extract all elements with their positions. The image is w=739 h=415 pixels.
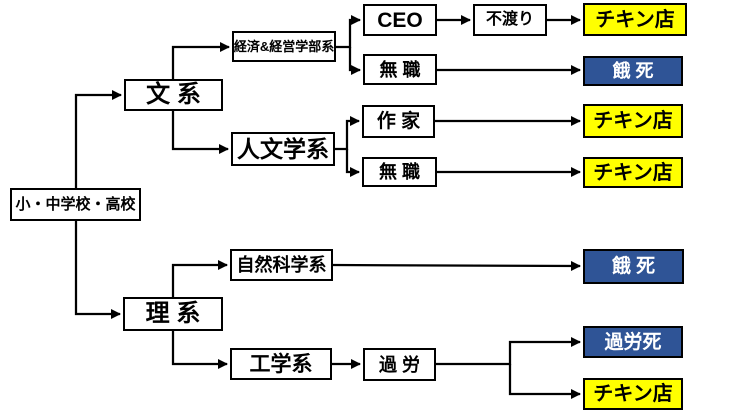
edge-keizai-mushoku <box>348 47 361 75</box>
node-sakka: 作 家 <box>362 105 435 138</box>
node-rikei: 理 系 <box>123 297 223 331</box>
node-chicken-sakka: チキン店 <box>583 104 683 138</box>
node-gashi-rikei: 餓 死 <box>583 249 684 284</box>
edge-jinbun-mushoku2 <box>345 149 360 177</box>
node-chicken-kougaku: チキン店 <box>583 378 683 410</box>
node-chicken-top: チキン店 <box>583 3 687 36</box>
node-jinbun: 人文学系 <box>231 132 335 166</box>
edge-shizen-gashi <box>332 260 581 271</box>
node-kougaku: 工学系 <box>230 348 332 380</box>
edge-bunkei-keizai <box>171 42 230 79</box>
edge-keizai-ceo <box>336 15 361 49</box>
node-bunkei: 文 系 <box>124 79 223 111</box>
edge-karou-chicken <box>508 364 581 399</box>
node-gashi-bunkei: 餓 死 <box>583 56 683 86</box>
edge-bunkei-jinbun <box>171 111 229 154</box>
node-mushoku-keizai: 無 職 <box>363 54 437 85</box>
edge-rikei-shizen <box>171 260 228 297</box>
node-chicken-mushoku: チキン店 <box>583 157 683 188</box>
node-fuwatari: 不渡り <box>473 4 547 36</box>
edge-karou-karoushi <box>436 337 581 366</box>
edge-school-rikei <box>74 221 121 319</box>
node-karoushi: 過労死 <box>583 326 683 358</box>
edge-school-bunkei <box>74 90 122 188</box>
node-ceo: CEO <box>363 4 437 36</box>
node-mushoku-jinbun: 無 職 <box>362 157 437 187</box>
node-karou: 過 労 <box>363 348 436 381</box>
node-keizai: 経済&経営学部系 <box>232 31 336 62</box>
edge-jinbun-sakka <box>335 116 360 151</box>
node-school: 小・中学校・高校 <box>10 188 141 221</box>
edge-rikei-kougaku <box>171 331 228 369</box>
node-shizen: 自然科学系 <box>230 249 333 281</box>
